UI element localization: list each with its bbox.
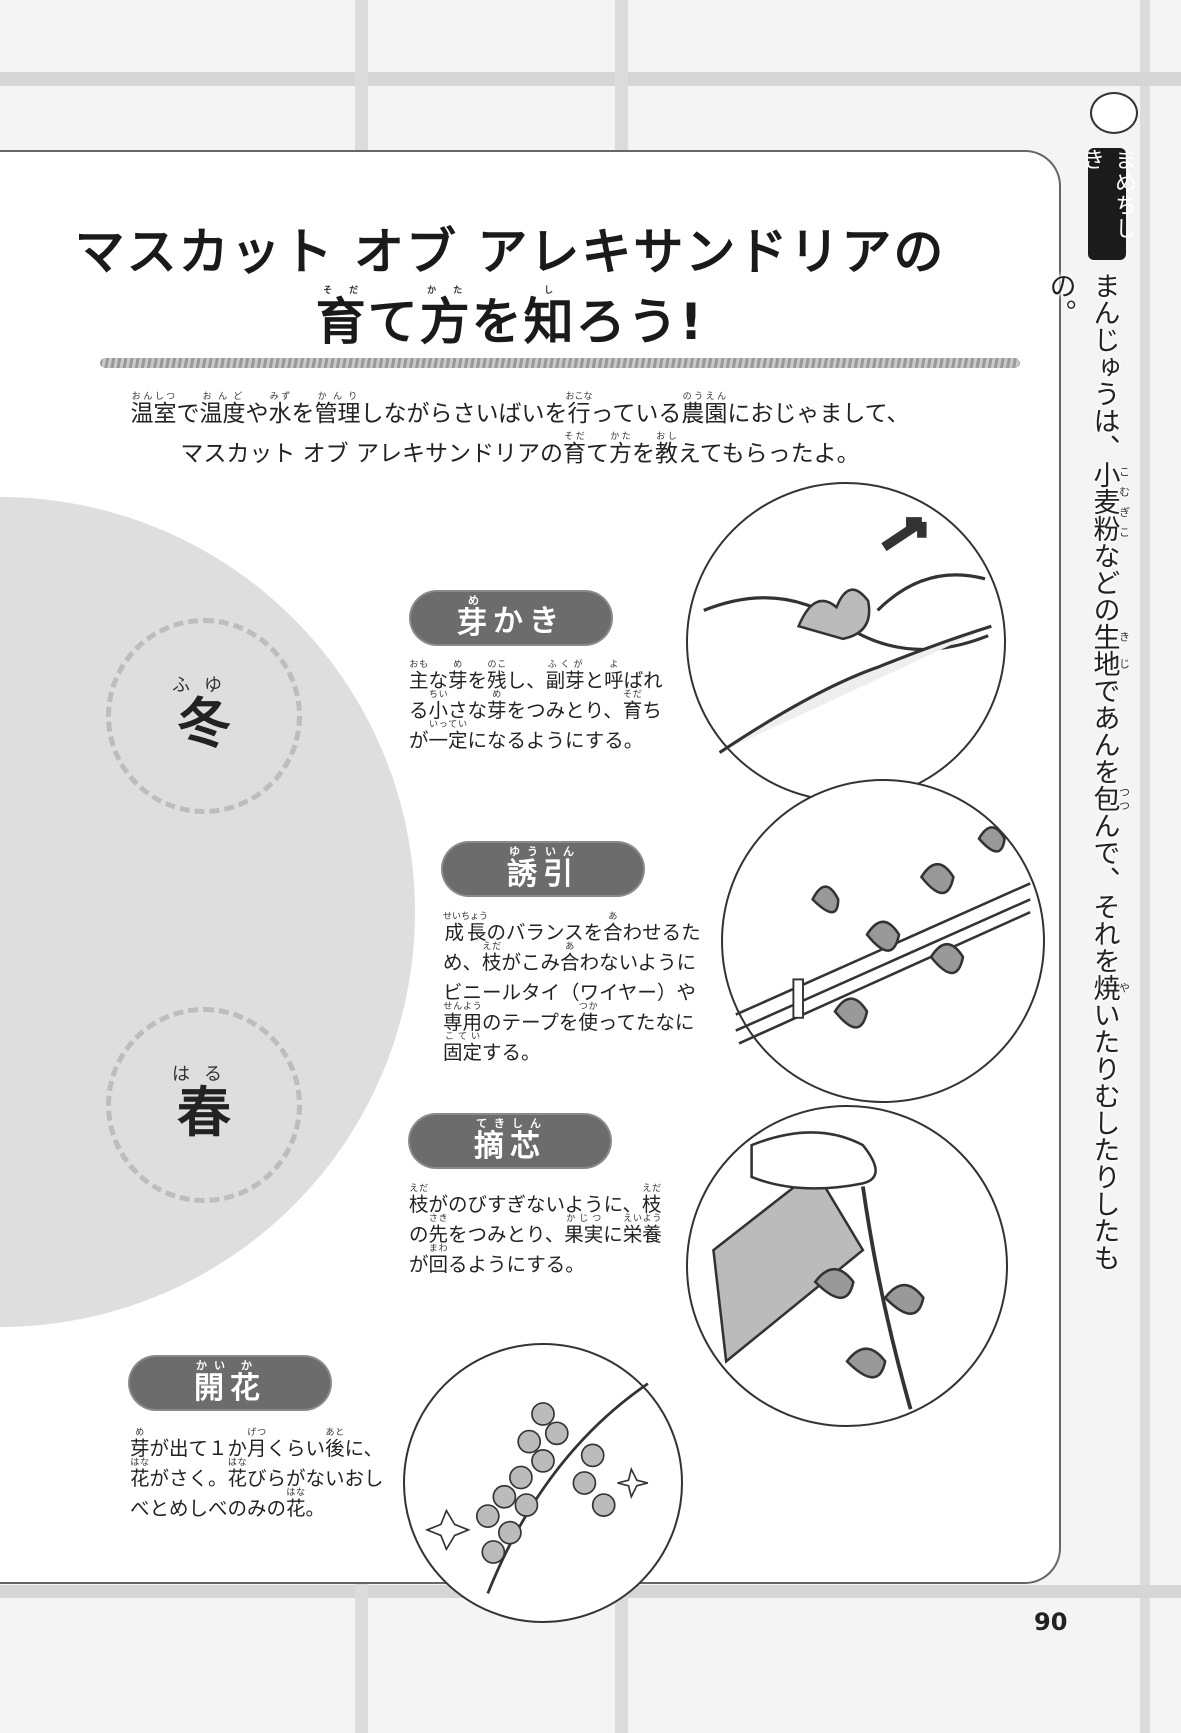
- ruby-text: 一定いってい: [428, 720, 468, 752]
- season-winter: 冬ふゆ: [106, 618, 302, 814]
- ruby-text: 知し: [523, 286, 576, 351]
- illustration-flowering: [403, 1343, 683, 1623]
- trivia-text: まんじゅうは、小麦粉こむぎこなどの生地きじであんを包つつんで、それを焼やいたりむ…: [1044, 272, 1131, 1271]
- ruby-text: 合あ: [560, 942, 580, 974]
- ruby-text: 摘てき: [474, 1117, 510, 1164]
- ruby-text: 花はな: [130, 1458, 150, 1490]
- step-label-mekaki: 芽めかき: [411, 592, 611, 644]
- ruby-text: 先さき: [428, 1214, 449, 1246]
- intro-line2: マスカット オブ アレキサンドリアの育そだて方かたを教おしえてもらったよ。: [180, 432, 860, 467]
- ruby-text: 開かい: [194, 1359, 230, 1406]
- page-number: 90: [1034, 1608, 1068, 1636]
- ruby-text: 芽め: [487, 690, 507, 722]
- illustration-pinching: [686, 1105, 1008, 1427]
- ruby-text: 管理かんり: [314, 392, 361, 427]
- ruby-text: 成長せいちょう: [443, 912, 489, 944]
- page-title-line1: マスカット オブ アレキサンドリアの: [74, 223, 946, 281]
- ruby-text: 温度おんど: [199, 392, 246, 427]
- title-divider: [100, 358, 1020, 368]
- ruby-text: 小ちい: [428, 690, 449, 722]
- ruby-text: 農園のうえん: [681, 392, 728, 427]
- ruby-text: 枝えだ: [409, 1184, 429, 1216]
- season-spring: 春はる: [106, 1007, 302, 1203]
- ruby-text: 後あと: [325, 1428, 345, 1460]
- step-text-mekaki: 主おもな芽めを残のこし、副芽ふくがと呼よばれる小ちいさな芽めをつみとり、育そだち…: [409, 660, 663, 752]
- ruby-text: 育そだ: [622, 690, 643, 722]
- ruby-text: 包つつ: [1088, 785, 1131, 812]
- illustration-training-vines: [721, 779, 1045, 1103]
- ruby-text: 果実かじつ: [564, 1214, 604, 1246]
- trivia-tag: まめちしき: [1079, 148, 1136, 260]
- step-text-tekishin: 枝えだがのびすぎないように、枝えだの先さきをつみとり、果実かじつに栄養えいようが…: [409, 1184, 662, 1276]
- ruby-text: 芽め: [448, 660, 468, 692]
- ruby-text: 副芽ふくが: [545, 660, 585, 692]
- step-label-kaika: 開かい花か: [130, 1357, 330, 1409]
- ruby-text: 主おも: [409, 660, 429, 692]
- step-text-yuin: 成長せいちょうのバランスを合あわせるため、枝えだがこみ合あわないようにビニールタ…: [443, 912, 701, 1064]
- ruby-text: 固定こてい: [443, 1032, 483, 1064]
- ruby-text: 使つか: [578, 1002, 598, 1034]
- intro-line1: 温室おんしつで温度おんどや水みずを管理かんりしながらさいばいを行おこなっている農…: [130, 392, 910, 427]
- ruby-text: 呼よ: [604, 660, 624, 692]
- ruby-text: 花はな: [227, 1458, 248, 1490]
- background-blob: [0, 497, 420, 1327]
- step-label-yuin: 誘ゆう引いん: [443, 843, 643, 895]
- ruby-text: 育そだ: [315, 286, 368, 351]
- ruby-text: 枝えだ: [482, 942, 502, 974]
- season-winter-label: 冬ふゆ: [172, 674, 236, 755]
- illustration-bud-removal: [686, 482, 1006, 802]
- season-spring-label: 春はる: [172, 1063, 236, 1144]
- ruby-text: 専用せんよう: [443, 1002, 483, 1034]
- ruby-text: 生地きじ: [1088, 623, 1131, 677]
- ruby-text: 方かた: [419, 286, 472, 351]
- ruby-text: 芽め: [130, 1428, 150, 1460]
- step-text-kaika: 芽めが出て１か月げつくらい後あとに、花はながさく。花はなびらがないおしべとめしべ…: [130, 1428, 384, 1520]
- ruby-text: 芽め: [457, 594, 493, 641]
- ruby-text: 花か: [230, 1359, 266, 1406]
- manju-icon: [1090, 92, 1138, 134]
- page-title-line2: 育そだて方かたを知しろう!: [315, 286, 705, 351]
- ruby-text: 芯しん: [510, 1117, 546, 1164]
- ruby-text: 月げつ: [247, 1428, 267, 1460]
- ruby-text: 焼や: [1088, 974, 1131, 1001]
- ruby-text: 残のこ: [487, 660, 507, 692]
- ruby-text: 方かた: [608, 432, 632, 467]
- ruby-text: 行おこな: [565, 392, 593, 427]
- ruby-text: 温室おんしつ: [130, 392, 177, 427]
- ruby-text: 誘ゆう: [507, 845, 543, 892]
- ruby-text: 育そだ: [562, 432, 586, 467]
- step-label-tekishin: 摘てき芯しん: [410, 1115, 610, 1167]
- ruby-text: 教おし: [654, 432, 678, 467]
- ruby-text: 小麦粉こむぎこ: [1088, 461, 1131, 542]
- ruby-text: 引いん: [543, 845, 579, 892]
- ruby-text: 枝えだ: [642, 1184, 662, 1216]
- ruby-text: 合あ: [603, 912, 623, 944]
- ruby-text: 花はな: [286, 1488, 306, 1520]
- ruby-text: 栄養えいよう: [622, 1214, 662, 1246]
- ruby-text: 水みず: [268, 392, 292, 427]
- ruby-text: 回まわ: [428, 1244, 449, 1276]
